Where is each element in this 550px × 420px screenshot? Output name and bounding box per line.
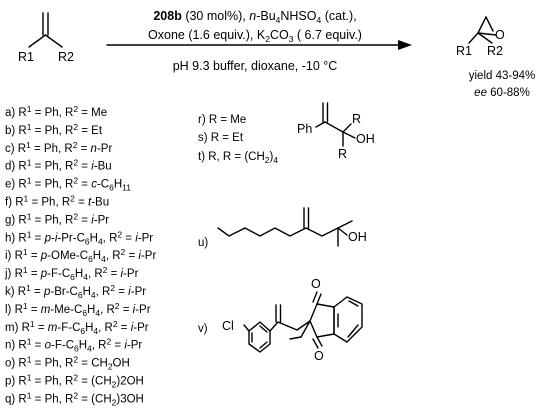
- substrate-item: l) R1 = m-Me-C6H4, R2 = i-Pr: [5, 301, 151, 318]
- substrate-item: d) R1 = Ph, R2 = i-Bu: [5, 158, 112, 173]
- o-top-label: O: [311, 277, 321, 291]
- alkyl-alcohol-structure: OH: [217, 207, 367, 247]
- substrate-r: r) R = Me: [198, 114, 246, 126]
- r-bottom-label: R: [338, 147, 347, 161]
- substrate-item: k) R1 = p-Br-C6H4, R2 = i-Pr: [5, 283, 146, 300]
- reaction-arrow: [106, 40, 412, 50]
- substrate-item: q) R1 = Ph, R2 = (CH2)3OH: [5, 390, 144, 407]
- substrate-v: v): [198, 323, 208, 335]
- substrate-item: p) R1 = Ph, R2 = (CH2)2OH: [5, 373, 144, 390]
- substrate-item: h) R1 = p-i-Pr-C6H4, R2 = i-Pr: [5, 229, 153, 246]
- substrate-item: m) R1 = m-F-C6H4, R2 = i-Pr: [5, 319, 149, 336]
- yield-text: yield 43-94%: [469, 70, 535, 82]
- substrate-item: b) R1 = Ph, R2 = Et: [5, 122, 103, 137]
- prod-r2-label: R2: [487, 44, 503, 58]
- epoxide-product: O R1 R2: [456, 16, 505, 58]
- substrate-s: s) R = Et: [198, 132, 244, 144]
- ee-text: ee 60-88%: [474, 87, 530, 99]
- ph-label: Ph: [297, 122, 312, 136]
- indanedione-structure: Cl O O: [222, 277, 363, 363]
- substrate-t: t) R, R = (CH2)4: [198, 151, 278, 165]
- substrate-list: a) R1 = Ph, R2 = Me b) R1 = Ph, R2 = Et c)…: [4, 104, 156, 407]
- oh-label: OH: [356, 132, 375, 146]
- reagents-line-2: Oxone (1.6 equiv.), K2CO3 ( 6.7 equiv.): [148, 28, 362, 44]
- reagents-line-1: 208b (30 mol%), n-Bu4NHSO4 (cat.),: [153, 9, 356, 25]
- starting-alkene: R1 R2: [18, 12, 74, 64]
- substrate-item: c) R1 = Ph, R2 = n-Pr: [5, 140, 112, 155]
- r-top-label: R: [352, 112, 361, 126]
- start-r1-label: R1: [18, 50, 34, 64]
- substrate-item: e) R1 = Ph, R2 = c-C6H11: [5, 176, 131, 193]
- substrate-item: o) R1 = Ph, R2 = CH2OH: [5, 355, 130, 372]
- o-bottom-label: O: [314, 349, 324, 363]
- allylic-alcohol-structure: Ph R OH R: [297, 102, 375, 161]
- oh-label: OH: [348, 230, 367, 244]
- substrate-item: a) R1 = Ph, R2 = Me: [5, 104, 107, 119]
- epoxide-oxygen: O: [495, 28, 505, 42]
- start-r2-label: R2: [58, 50, 74, 64]
- substrate-item: j) R1 = p-F-C6H4, R2 = i-Pr: [4, 265, 139, 282]
- substrate-item: i) R1 = p-OMe-C6H4, R2 = i-Pr: [5, 247, 156, 264]
- prod-r1-label: R1: [456, 44, 472, 58]
- cl-label: Cl: [222, 319, 234, 333]
- substrate-u: u): [198, 237, 208, 249]
- substrate-item: f) R1 = Ph, R2 = t-Bu: [5, 194, 109, 209]
- substrate-item: n) R1 = o-F-C6H4, R2 = i-Pr: [5, 337, 142, 354]
- reaction-conditions: pH 9.3 buffer, dioxane, -10 °C: [173, 59, 338, 73]
- substrate-item: g) R1 = Ph, R2 = i-Pr: [5, 211, 109, 226]
